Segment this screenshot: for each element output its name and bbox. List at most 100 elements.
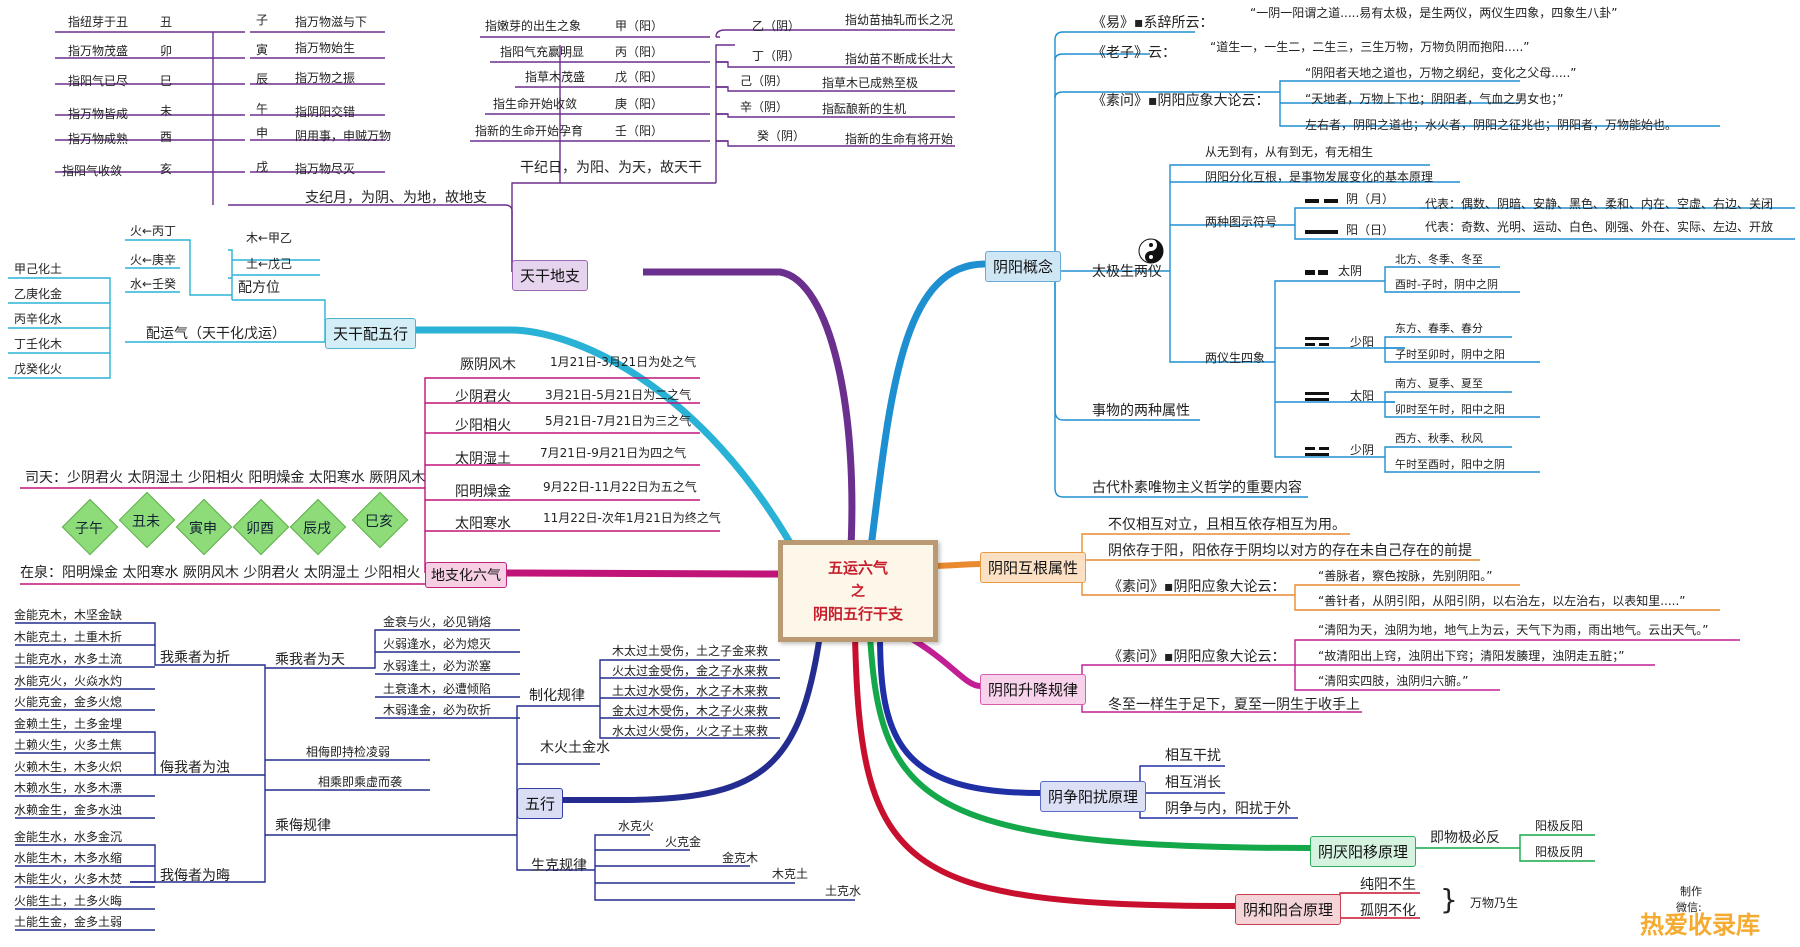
yunqi-4: 丁壬化木 xyxy=(14,337,63,351)
center-title-card: 五运六气 之 阴阳五行干支 xyxy=(778,540,938,642)
wcw-5: 火能克金，金多火熄 xyxy=(14,695,123,709)
wcw-3: 土能克水，水多土流 xyxy=(14,652,123,666)
taiyin-1: 北方、冬季、冬至 xyxy=(1395,253,1483,266)
gan-4-desc: 指生命开始收敛 xyxy=(493,97,578,111)
shengjiang-quote-1: “清阳为天，浊阴为地，地气上为云，天气下为雨，雨出地气。云出天气。” xyxy=(1318,623,1709,637)
branch-dizhi-liuqi[interactable]: 地支化六气 xyxy=(425,562,507,588)
zhihua-1: 木太过土受伤，土之子金来救 xyxy=(612,644,769,658)
zhi-1-name: 丑 xyxy=(160,15,173,29)
zhi-6-desc: 指阳气收敛 xyxy=(62,164,123,178)
philosophy-note: 古代朴素唯物主义哲学的重要内容 xyxy=(1092,480,1302,496)
suwen-quote-1: “阴阳者天地之道也，万物之纲纪，变化之父母.....” xyxy=(1305,66,1577,80)
wwz-4: 木赖水生，水多木漂 xyxy=(14,781,123,795)
shengjiang-suwen: 《素问》▪阴阳应象大论云： xyxy=(1108,649,1286,665)
wwz-5: 水赖金生，金多水浊 xyxy=(14,803,123,817)
qi-6-time: 11月22日-次年1月21日为终之气 xyxy=(543,511,721,525)
footer-weixin: 微信: xyxy=(1676,901,1702,914)
suwen-quote-2: “天地者，万物上下也；阴阳者，气血之男女也；” xyxy=(1305,92,1564,106)
taiyang-2: 卯时至午时，阳中之阳 xyxy=(1395,403,1505,416)
zhengrao-a: 相互干扰 xyxy=(1165,748,1221,764)
shengke-label: 生克规律 xyxy=(531,858,587,874)
zhi-3-desc: 指阳气已尽 xyxy=(68,74,129,88)
pair-label-5: 辰戌 xyxy=(303,521,331,537)
wowuzhe-label: 我侮者为晦 xyxy=(160,868,230,884)
zhi-6-name: 亥 xyxy=(160,162,173,176)
wwz-3: 火赖木生，木多火炽 xyxy=(14,760,123,774)
taiji-label: 太极生两仪 xyxy=(1092,264,1162,280)
gan-10-name: 癸（阴） xyxy=(757,129,806,143)
zhi-2-name: 卯 xyxy=(160,44,173,58)
zhi-5-desc: 指万物成熟 xyxy=(68,132,129,146)
gan-2-desc: 指阳气充赢明显 xyxy=(500,45,585,59)
hugen-quote-1: “善脉者，察色按脉，先别阴阳。” xyxy=(1318,569,1493,583)
mhtj-label: 木火土金水 xyxy=(540,740,610,756)
yinhe-b: 孤阴不化 xyxy=(1360,903,1416,919)
yinhe-a: 纯阳不生 xyxy=(1360,877,1416,893)
zhi-4-name: 未 xyxy=(160,104,173,118)
www-1: 金能生水，水多金沉 xyxy=(14,830,123,844)
fangwei-left-3: 水←壬癸 xyxy=(130,277,177,291)
zhi-10-name: 午 xyxy=(256,102,269,116)
yi-label: 《易》▪系辞所云： xyxy=(1092,15,1214,31)
branch-ganpeiwuxing[interactable]: 天干配五行 xyxy=(325,318,417,349)
branch-hugen[interactable]: 阴阳互根属性 xyxy=(980,552,1087,583)
branch-yanyi[interactable]: 阴厌阳移原理 xyxy=(1310,836,1417,867)
shaoyin-1: 西方、秋季、秋风 xyxy=(1395,432,1483,445)
zhi-12-desc: 指万物尽灭 xyxy=(295,162,356,176)
wcz-2: 火弱逢水，必为熄灭 xyxy=(383,637,492,651)
chengwu-label: 乘侮规律 xyxy=(275,818,331,834)
hugen-suwen: 《素问》▪阴阳应象大论云： xyxy=(1108,579,1286,595)
yanyi-b: 阳极反阳 xyxy=(1535,819,1584,833)
shaoyang-2: 子时至卯时，阴中之阳 xyxy=(1395,348,1505,361)
fangwei-left-1: 火←丙丁 xyxy=(130,224,177,238)
wcw-4: 水能克火，火焱水灼 xyxy=(14,674,123,688)
yi-quote: “一阴一阳谓之道.....易有太极，是生两仪，两仪生四象，四象生八卦” xyxy=(1250,6,1618,20)
yang-name: 阳（日） xyxy=(1346,223,1395,237)
taiyin-2: 酉时-子时，阴中之阴 xyxy=(1395,278,1498,291)
zhi-11-name: 申 xyxy=(256,126,269,140)
shengjiang-quote-2: “故清阳出上窍，浊阴出下窍；清阳发腠理，浊阴走五脏；” xyxy=(1318,649,1625,663)
branch-shengjiang[interactable]: 阴阳升降规律 xyxy=(980,674,1087,705)
shaoyin-name: 少阴 xyxy=(1350,443,1375,457)
branch-yinhe[interactable]: 阴和阳合原理 xyxy=(1235,894,1342,925)
branch-wuxing[interactable]: 五行 xyxy=(517,788,564,819)
hugen-note-2: 阴依存于阳，阳依存于阴均以对方的存在未自己存在的前提 xyxy=(1108,543,1472,559)
zhi-label: 支纪月，为阴、为地，故地支 xyxy=(305,190,487,206)
wochengzhe-label: 乘我者为天 xyxy=(275,652,345,668)
yin-desc: 代表：偶数、阴暗、安静、黑色、柔和、内在、空虚、右边、关闭 xyxy=(1425,197,1774,211)
taiji-icon xyxy=(1138,238,1164,264)
shaoyang-1: 东方、春季、春分 xyxy=(1395,322,1483,335)
gan-10-desc: 指新的生命有将开始 xyxy=(845,132,954,146)
fangwei-right-2: 土←戊己 xyxy=(246,257,293,271)
yinhe-brace: } xyxy=(1440,883,1458,916)
zhi-7-name: 子 xyxy=(256,13,269,27)
symbol-label: 两种图示符号 xyxy=(1205,215,1278,229)
qi-1-name: 厥阴风木 xyxy=(460,357,516,373)
gan-6-name: 乙（阴） xyxy=(752,19,801,33)
shaoyin-symbol-icon xyxy=(1305,447,1315,450)
hugen-quote-2: “善针者，从阴引阳，从阳引阴，以右治左，以左治右，以表知里.....” xyxy=(1318,594,1686,608)
branch-zhengrao[interactable]: 阴争阳扰原理 xyxy=(1040,781,1147,812)
two-attributes: 事物的两种属性 xyxy=(1092,403,1190,419)
xiangwu-label: 相侮即持检凌弱 xyxy=(306,745,391,759)
wcz-1: 金衰与火，必见销熔 xyxy=(383,615,492,629)
branch-ganzhi[interactable]: 天干地支 xyxy=(512,260,589,291)
zhihua-2: 火太过金受伤，金之子水来救 xyxy=(612,664,769,678)
gan-3-desc: 指草木茂盛 xyxy=(525,70,586,84)
gan-9-name: 辛（阴） xyxy=(740,100,789,114)
yunqi-2: 乙庚化金 xyxy=(14,287,63,301)
gan-3-name: 戊（阳） xyxy=(615,70,664,84)
center-title-line2: 之 xyxy=(851,584,865,600)
shaoyang-symbol-icon-2 xyxy=(1305,343,1315,346)
sitian: 司天：少阴君火 太阴湿土 少阳相火 阳明燥金 太阳寒水 厥阴风木 xyxy=(25,470,426,486)
yang-desc: 代表：奇数、光明、运动、白色、刚强、外在、实际、左边、开放 xyxy=(1425,220,1774,234)
shengke-5: 土克水 xyxy=(825,884,862,898)
zhihua-3: 土太过水受伤，水之子木来救 xyxy=(612,684,769,698)
shaoyin-2: 午时至酉时，阳中之阴 xyxy=(1395,458,1505,471)
branch-yinyang[interactable]: 阴阳概念 xyxy=(985,251,1062,282)
suwen-quote-3: 左右者，阴阳之道也；水火者，阴阳之征兆也；阴阳者，万物能始也。 xyxy=(1305,118,1678,132)
zhengrao-c: 阴争与内，阳扰于外 xyxy=(1165,801,1291,817)
zhi-4-desc: 指万物皆成 xyxy=(68,107,129,121)
gan-6-desc: 指幼苗抽轧而长之况 xyxy=(845,13,954,27)
